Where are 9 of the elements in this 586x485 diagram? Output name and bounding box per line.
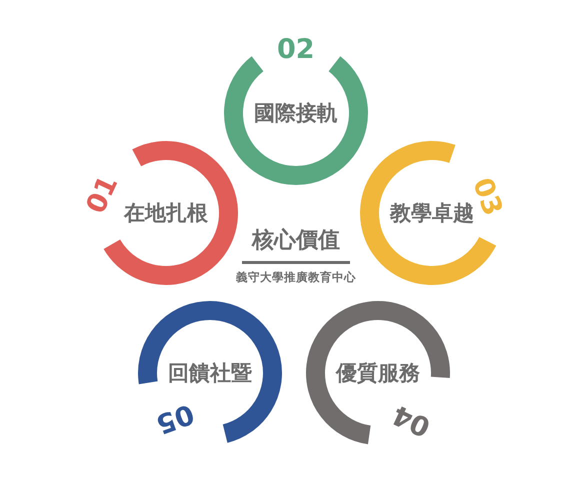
organization-name: 義守大學推廣教育中心 [236, 270, 356, 284]
step-number: 05 [152, 397, 198, 439]
value-title: 優質服務 [334, 360, 421, 387]
center-heading: 核心價值 [252, 226, 340, 255]
step-number: 04 [388, 398, 436, 442]
step-number: 01 [81, 172, 124, 218]
step-number: 02 [277, 35, 315, 65]
value-title: 國際接軌 [253, 100, 339, 127]
value-title: 回饋社暨 [167, 360, 253, 387]
